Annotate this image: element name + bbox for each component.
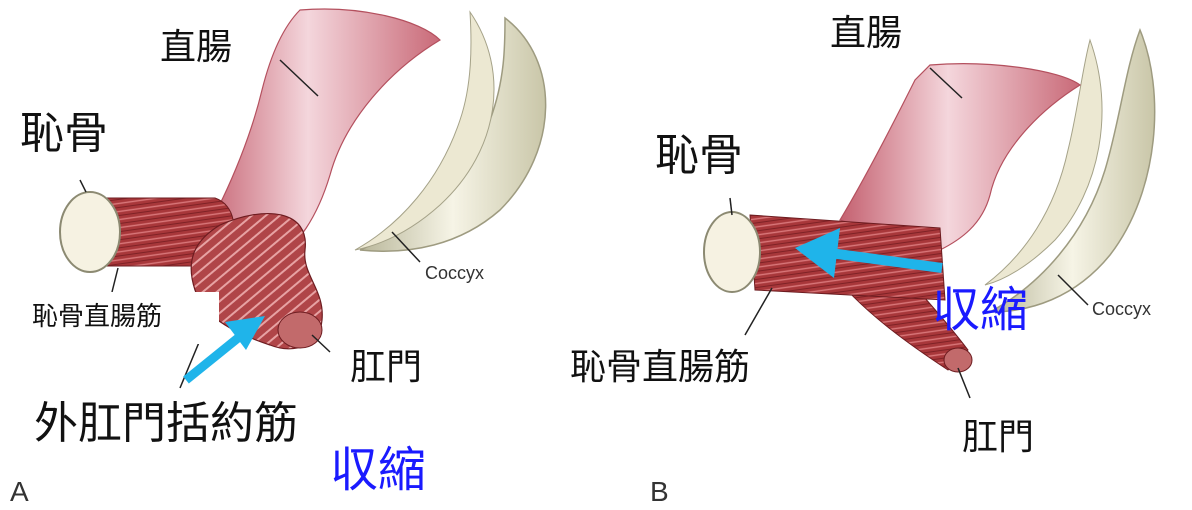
anus-label-a: 肛門 bbox=[350, 350, 422, 386]
contraction-label-b: 収縮 bbox=[932, 286, 1028, 334]
panel-letter-a: A bbox=[10, 478, 29, 506]
rectum-label-b: 直腸 bbox=[830, 16, 902, 52]
rectum-label-a: 直腸 bbox=[160, 30, 232, 66]
puborectalis-label-a: 恥骨直腸筋 bbox=[32, 304, 162, 330]
panel-b bbox=[704, 30, 1155, 398]
contraction-label-a: 収縮 bbox=[330, 446, 426, 494]
pubis-label-b: 恥骨 bbox=[655, 134, 743, 178]
pubis-bone-a bbox=[60, 192, 120, 272]
contraction-arrow-a-shaft bbox=[186, 338, 238, 380]
coccyx-label-b: Coccyx bbox=[1092, 300, 1151, 318]
puborectalis-label-b: 恥骨直腸筋 bbox=[570, 350, 750, 386]
pubis-label-a: 恥骨 bbox=[20, 112, 108, 156]
pubis-bone-b bbox=[704, 212, 760, 292]
external-sphincter-label-a: 外肛門括約筋 bbox=[34, 402, 298, 446]
panel-letter-b: B bbox=[650, 478, 669, 506]
anus-label-b: 肛門 bbox=[962, 420, 1034, 456]
coccyx-label-a: Coccyx bbox=[425, 264, 484, 282]
